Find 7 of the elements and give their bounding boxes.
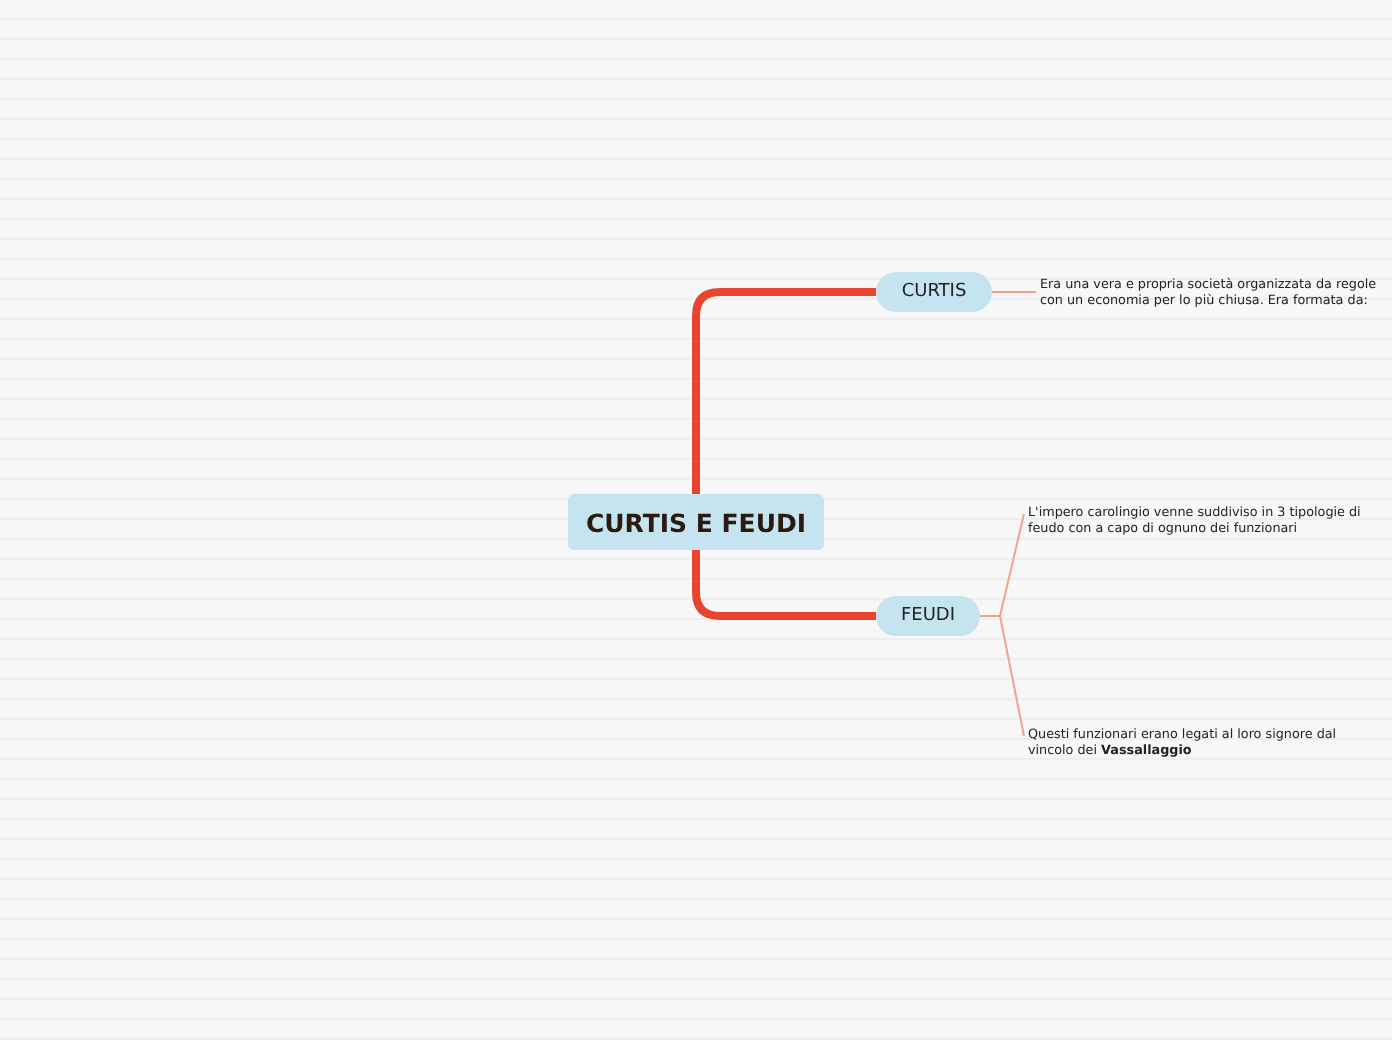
connector-line [979,615,1025,737]
topic-box: CURTIS [876,272,992,312]
topic-box: FEUDI [876,596,980,636]
connector-line [692,550,876,620]
connector-line [692,288,876,494]
central-topic-box: CURTIS E FEUDI [568,494,824,550]
connector-line [991,291,1037,293]
